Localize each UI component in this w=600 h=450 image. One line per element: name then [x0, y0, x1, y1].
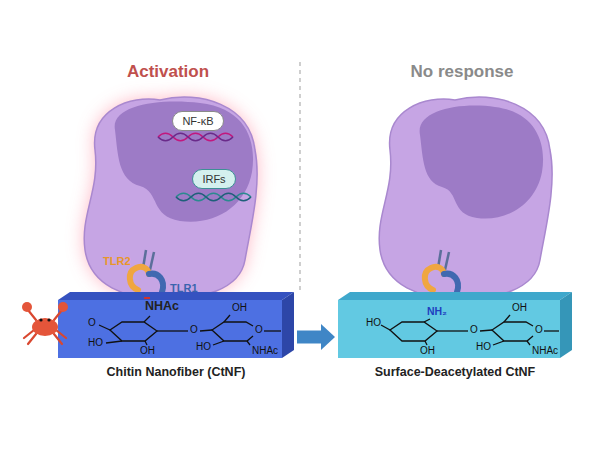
bond [99, 325, 110, 330]
bond [527, 341, 530, 345]
arrow-head [321, 324, 335, 350]
nucleus [420, 106, 543, 219]
sugar-ring [212, 322, 253, 341]
tlr2-ectodomain [130, 267, 149, 290]
bond [247, 341, 250, 345]
chem-atom: HO [88, 337, 103, 349]
bond [544, 330, 559, 331]
bond [424, 319, 430, 322]
bond [425, 341, 427, 345]
chem-atom: O [255, 324, 263, 336]
bar-front-face [58, 300, 282, 358]
bar-side-face [560, 292, 572, 358]
crab-body [32, 318, 58, 336]
deacetylated-nanofiber-bar [338, 292, 572, 358]
crab-claw [22, 302, 32, 312]
bond [264, 330, 281, 331]
chem-atom: O [470, 324, 478, 336]
chem-atom: HO [196, 341, 211, 353]
dna-strand [176, 193, 251, 201]
transcription-factor: NF-κB [172, 111, 224, 131]
bond [144, 316, 150, 322]
tlr1-ectodomain [149, 274, 163, 292]
crab-eye [47, 318, 50, 321]
chem-atom: HO [476, 341, 491, 353]
bar-top-face [338, 292, 572, 300]
chem-atom: OH [232, 302, 247, 314]
bond [504, 315, 510, 322]
bond [157, 330, 188, 331]
bond [200, 330, 212, 331]
macrophage-cell [84, 97, 257, 298]
panel-title: No response [411, 62, 514, 82]
nanofiber-caption: Chitin Nanofiber (CtNF) [58, 365, 294, 379]
chem-atom: HO [366, 317, 381, 329]
chitin-structure [99, 315, 281, 345]
transcription-factor: IRFs [192, 169, 236, 189]
sugar-ring [390, 322, 437, 341]
activation-glow [84, 97, 257, 298]
transform-arrow [297, 324, 335, 350]
transmembrane-stem [150, 252, 154, 270]
bar-side-face [282, 292, 294, 358]
bond [224, 315, 230, 322]
sugar-ring [110, 322, 157, 341]
amine-group: NH₂ [427, 305, 447, 317]
tlr-receptor [130, 250, 163, 292]
node-text: IRFs [202, 173, 225, 185]
chem-atom: OH [420, 345, 435, 357]
node-text: NHAc [145, 298, 149, 314]
chem-atom: O [190, 324, 198, 336]
chem-atom: O [535, 324, 543, 336]
crab-legs [24, 310, 66, 344]
tlr-receptor [425, 250, 458, 292]
transmembrane-stem [445, 252, 449, 270]
bond [213, 341, 224, 345]
chitin-nanofiber-bar [58, 292, 294, 358]
sugar-ring [492, 322, 533, 341]
dna-strand [176, 193, 251, 201]
tlr1-ectodomain [444, 274, 458, 292]
dna-strand [158, 133, 233, 141]
nanofiber-caption: Surface-Deacetylated CtNF [338, 365, 572, 379]
bond [145, 341, 147, 345]
bond [493, 341, 504, 345]
chem-atom: OH [140, 345, 155, 357]
receptor-label: TLR1 [170, 282, 198, 295]
arrow-shaft [297, 331, 322, 344]
bond [480, 330, 492, 331]
bar-front-face [338, 300, 560, 358]
bond [106, 341, 122, 343]
nucleus [115, 101, 253, 221]
receptor-label: TLR2 [103, 255, 131, 268]
bond [381, 325, 390, 330]
resting-cell [379, 97, 552, 298]
macrophage-cell [379, 97, 552, 298]
acetamido-highlight: NHAc [144, 297, 150, 299]
tlr2-ectodomain [425, 267, 444, 290]
crab-eye [39, 318, 42, 321]
panel-title: Activation [127, 62, 209, 82]
node-text: NF-κB [182, 115, 213, 127]
chem-atom: NHAc [532, 345, 558, 357]
crab-claw [58, 302, 68, 312]
chem-atom: NHAc [252, 345, 278, 357]
crab-icon [22, 302, 68, 344]
divider-line [299, 62, 300, 292]
deacetylated-structure [381, 315, 559, 345]
dna-strand [158, 133, 233, 141]
bond [437, 330, 468, 331]
chem-atom: O [88, 317, 96, 329]
chem-atom: OH [512, 302, 527, 314]
